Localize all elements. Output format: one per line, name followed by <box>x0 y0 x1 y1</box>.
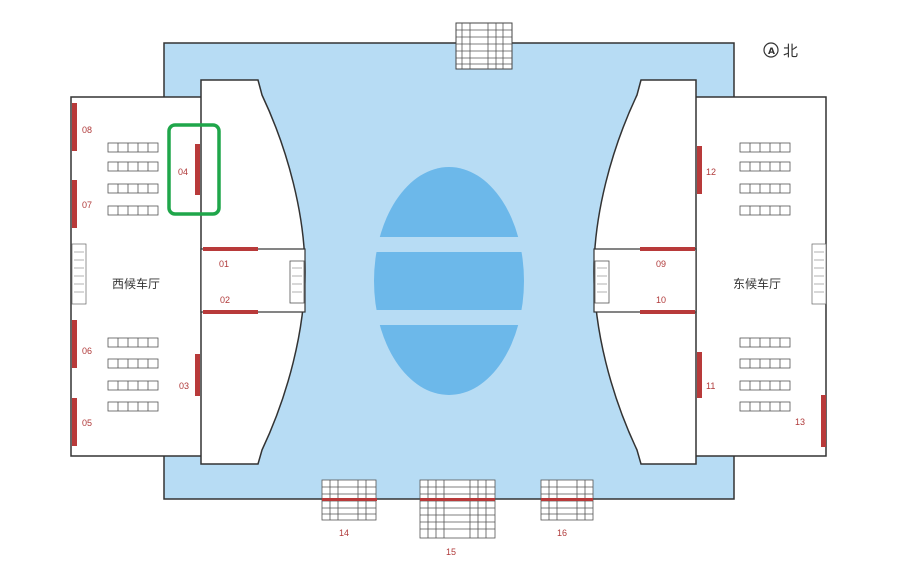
gate-13-label: 13 <box>795 417 805 427</box>
west-seating-south <box>107 337 159 412</box>
gate-04-label: 04 <box>178 167 188 177</box>
gate-15-marker[interactable] <box>420 498 495 501</box>
gate-05-marker[interactable] <box>72 398 77 446</box>
gate-02-marker[interactable] <box>203 310 258 314</box>
gate-06-marker[interactable] <box>72 320 77 368</box>
gate-07-label: 07 <box>82 200 92 210</box>
compass-icon <box>763 42 779 58</box>
gate-16-label: 16 <box>557 528 567 538</box>
west-seating-north <box>107 142 159 216</box>
gate-12-label: 12 <box>706 167 716 177</box>
highlight-gate-04 <box>167 123 221 216</box>
west-wing <box>70 79 306 465</box>
gate-02-label: 02 <box>220 295 230 305</box>
gate-04-marker[interactable] <box>195 144 200 195</box>
east-hall-label: 东候车厅 <box>733 276 781 291</box>
gate-08-marker[interactable] <box>72 103 77 151</box>
gate-05-label: 05 <box>82 418 92 428</box>
gate-03-marker[interactable] <box>195 354 200 396</box>
compass-north-label: 北 <box>783 42 798 60</box>
gate-15-label: 15 <box>446 547 456 557</box>
compass-mark: A <box>768 47 775 57</box>
gate-11-label: 11 <box>706 381 715 391</box>
gate-10-label: 10 <box>656 295 666 305</box>
gate-06-label: 06 <box>82 346 92 356</box>
gate-13-marker[interactable] <box>821 395 826 447</box>
gate-11-marker[interactable] <box>697 352 702 398</box>
gate-16-marker[interactable] <box>541 498 593 501</box>
stairs-south <box>321 479 594 539</box>
gate-09-label: 09 <box>656 259 666 269</box>
gate-10-marker[interactable] <box>640 310 695 314</box>
gate-14-label: 14 <box>339 528 349 538</box>
gate-08-label: 08 <box>82 125 92 135</box>
gate-01-marker[interactable] <box>203 247 258 251</box>
gate-01-label: 01 <box>219 259 229 269</box>
gate-14-marker[interactable] <box>322 498 377 501</box>
gate-07-marker[interactable] <box>72 180 77 228</box>
east-seating-north <box>739 142 791 216</box>
east-seating-south <box>739 337 791 412</box>
stairs-north <box>455 22 513 70</box>
gate-03-label: 03 <box>179 381 189 391</box>
east-wing <box>593 79 827 465</box>
gate-12-marker[interactable] <box>697 146 702 194</box>
west-hall-label: 西候车厅 <box>112 276 160 291</box>
gate-09-marker[interactable] <box>640 247 695 251</box>
